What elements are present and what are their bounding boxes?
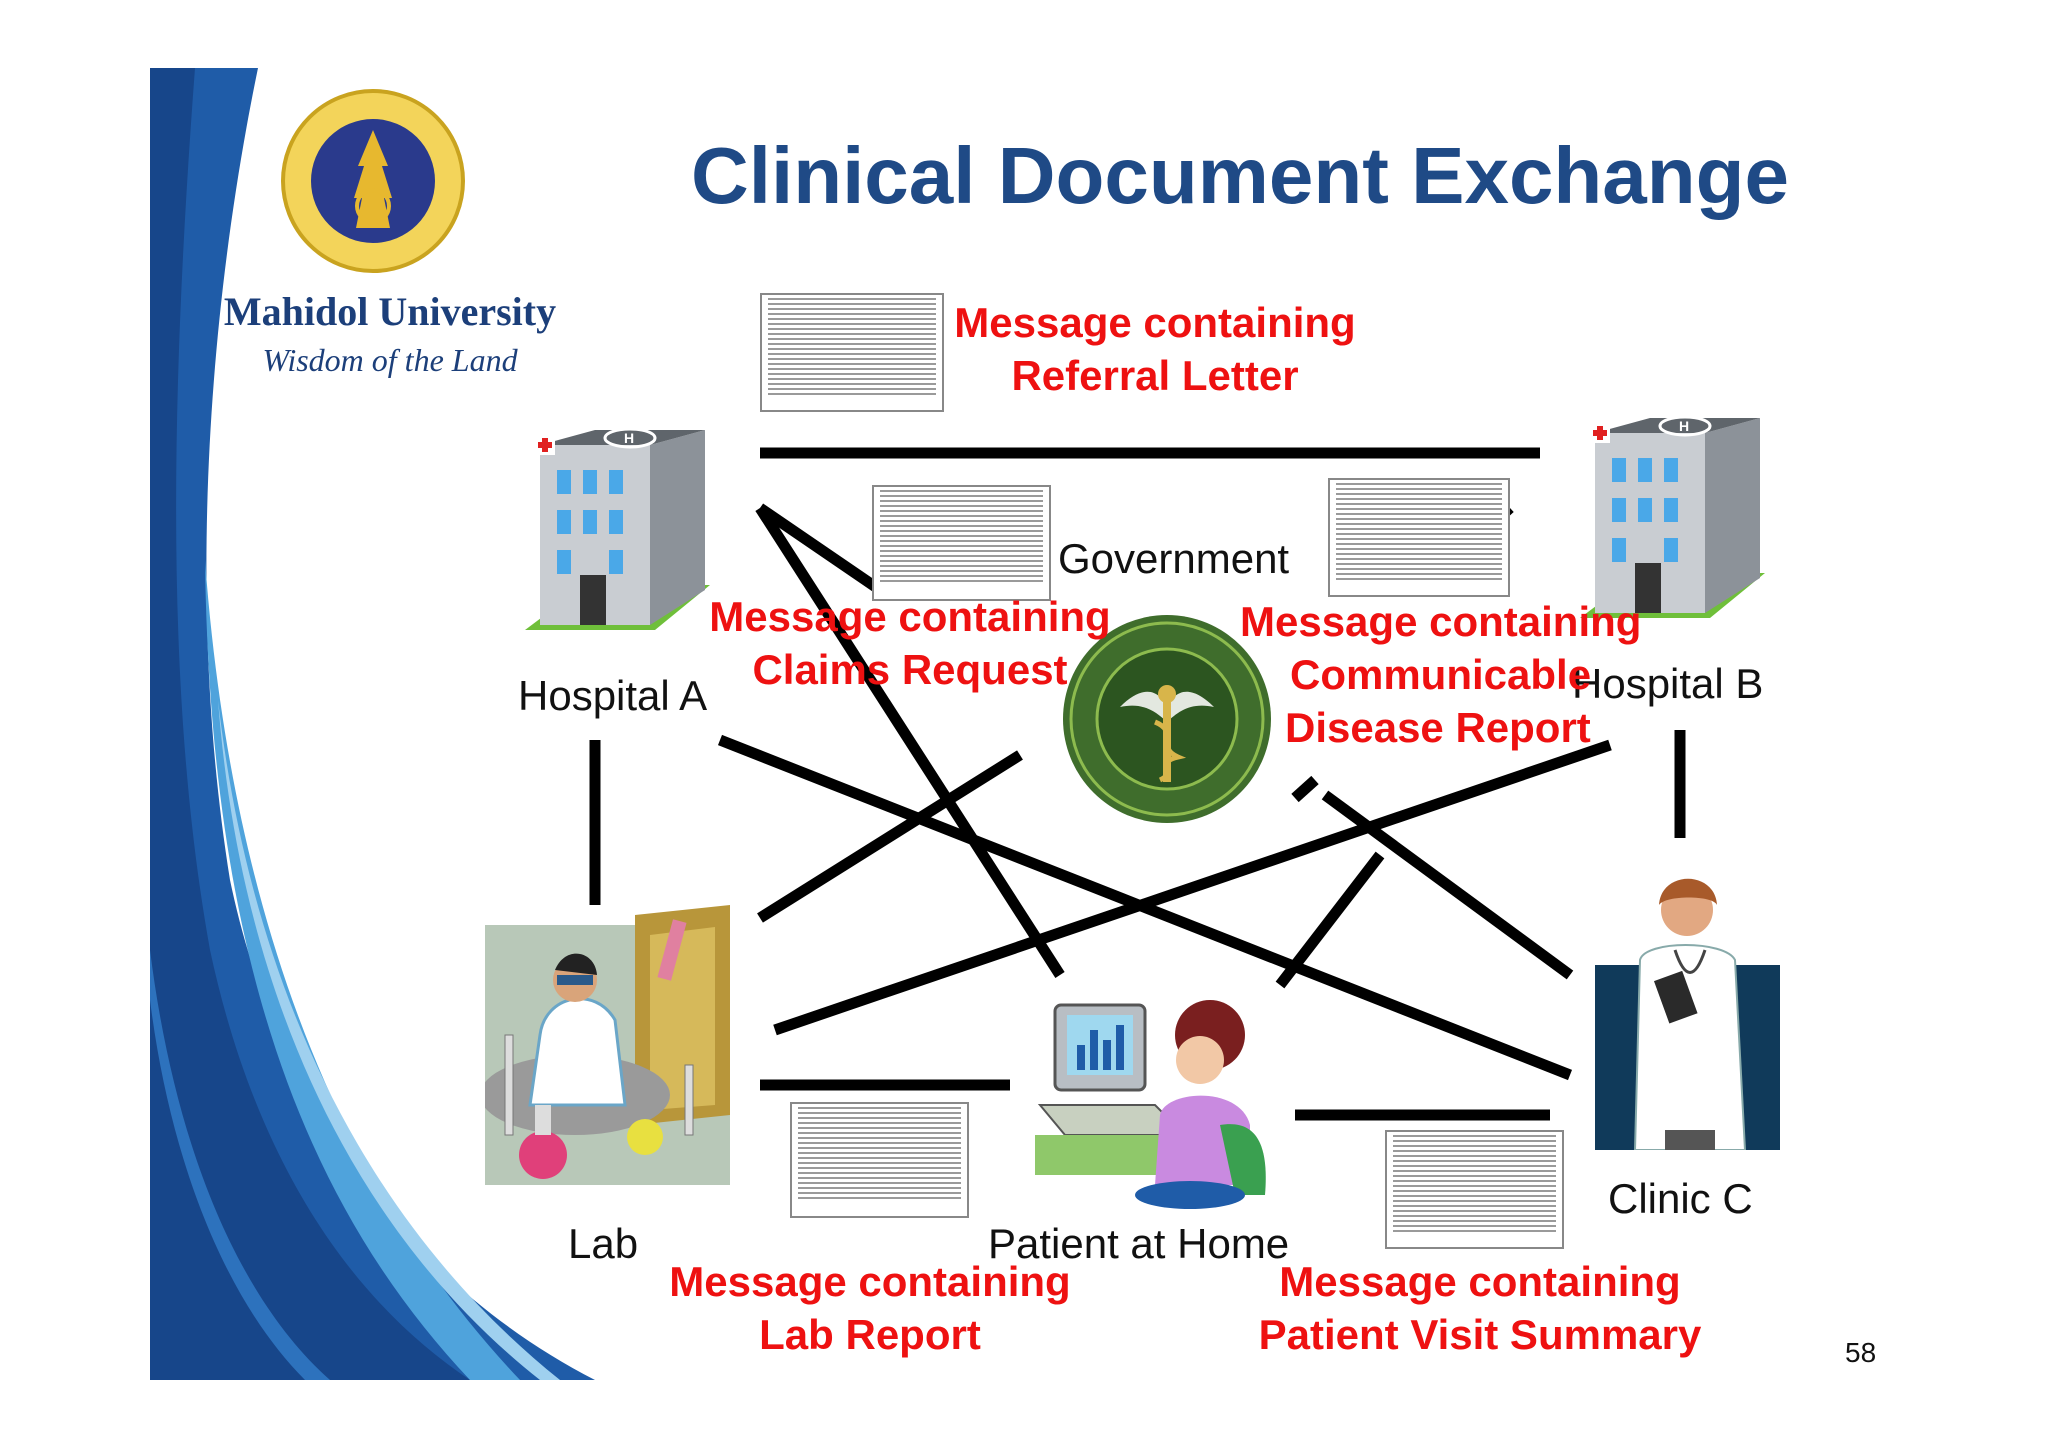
xml-document-icon — [1385, 1130, 1564, 1249]
svg-text:H: H — [1679, 418, 1689, 434]
node-label-government: Government — [1058, 535, 1290, 582]
message-line: Message containing — [1240, 598, 1642, 645]
line-patient-hospB — [1275, 851, 1385, 989]
node-label-hospital-b: Hospital B — [1572, 660, 1764, 707]
message-line: Message containing — [709, 593, 1111, 640]
hospital-building-icon: H — [1580, 415, 1765, 618]
xml-document-icon — [1328, 478, 1510, 597]
message-communicable-disease-report: Message containing Communicable Disease … — [1240, 595, 1660, 754]
xml-document-icon — [760, 293, 944, 412]
message-line: Claims Request — [752, 646, 1068, 693]
xml-document-icon — [872, 485, 1051, 601]
node-label-hospital-a: Hospital A — [518, 672, 708, 719]
message-referral-letter: Message containing Referral Letter — [945, 296, 1365, 402]
university-seal-icon — [281, 89, 465, 273]
slide-title: Clinical Document Exchange — [690, 131, 1790, 220]
connection-lines — [589, 447, 1686, 1121]
line-gov-lab — [757, 750, 1023, 923]
page-number: 58 — [1845, 1337, 1877, 1368]
line-hospA-gov-upper — [756, 503, 884, 595]
university-name: Mahidol University — [223, 289, 557, 334]
svg-text:H: H — [624, 430, 634, 446]
message-line: Disease Report — [1285, 704, 1591, 751]
node-label-patient-at-home: Patient at Home — [988, 1220, 1290, 1267]
message-line: Lab Report — [759, 1311, 981, 1358]
xml-document-icon — [790, 1102, 969, 1218]
hospital-building-icon: H — [525, 427, 710, 630]
line-hospB-lab — [773, 739, 1612, 1036]
message-line: Communicable — [1290, 651, 1592, 698]
university-motto: Wisdom of the Land — [262, 342, 518, 378]
patient-computer-icon — [1035, 1000, 1266, 1209]
line-gov-clinic — [1321, 790, 1574, 980]
node-label-lab: Lab — [568, 1220, 639, 1267]
doctor-icon — [1595, 878, 1780, 1150]
message-line: Patient Visit Summary — [1258, 1311, 1702, 1358]
message-line: Message containing — [669, 1258, 1071, 1305]
ministry-seal-icon — [1063, 615, 1271, 823]
line-hospA-patient — [755, 505, 1065, 978]
lab-scientist-icon — [485, 905, 730, 1185]
message-line: Referral Letter — [1011, 352, 1299, 399]
message-line: Message containing — [954, 299, 1356, 346]
node-label-clinic-c: Clinic C — [1608, 1175, 1753, 1222]
line-gov-hospB-link — [1291, 775, 1319, 803]
message-lab-report: Message containing Lab Report — [660, 1255, 1080, 1361]
message-line: Message containing — [1279, 1258, 1681, 1305]
message-patient-visit-summary: Message containing Patient Visit Summary — [1230, 1255, 1730, 1361]
message-claims-request: Message containing Claims Request — [700, 590, 1120, 696]
